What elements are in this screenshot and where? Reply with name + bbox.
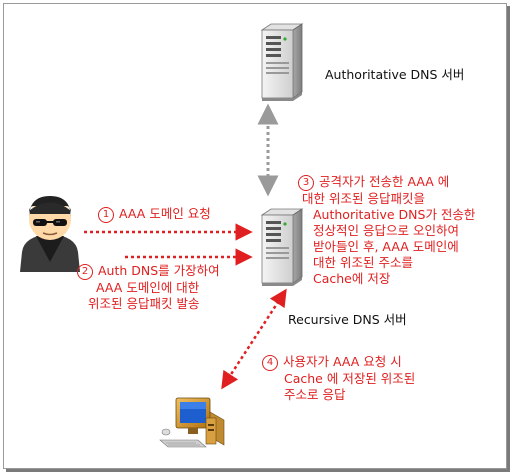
client-query-arrow xyxy=(221,288,287,390)
authoritative-server-icon xyxy=(260,23,304,101)
step-1-number: 1 xyxy=(98,207,114,223)
diagram-frame xyxy=(3,3,507,469)
step-2-number: 2 xyxy=(77,264,93,280)
authoritative-server-label: Authoritative DNS 서버 xyxy=(325,67,465,82)
recursive-server-icon xyxy=(260,208,304,286)
recursive-server-label: Recursive DNS 서버 xyxy=(288,312,407,327)
hacker-icon xyxy=(20,196,80,272)
computer-icon xyxy=(159,397,225,448)
step-3-number: 3 xyxy=(298,175,314,191)
step-4-number: 4 xyxy=(262,355,278,371)
